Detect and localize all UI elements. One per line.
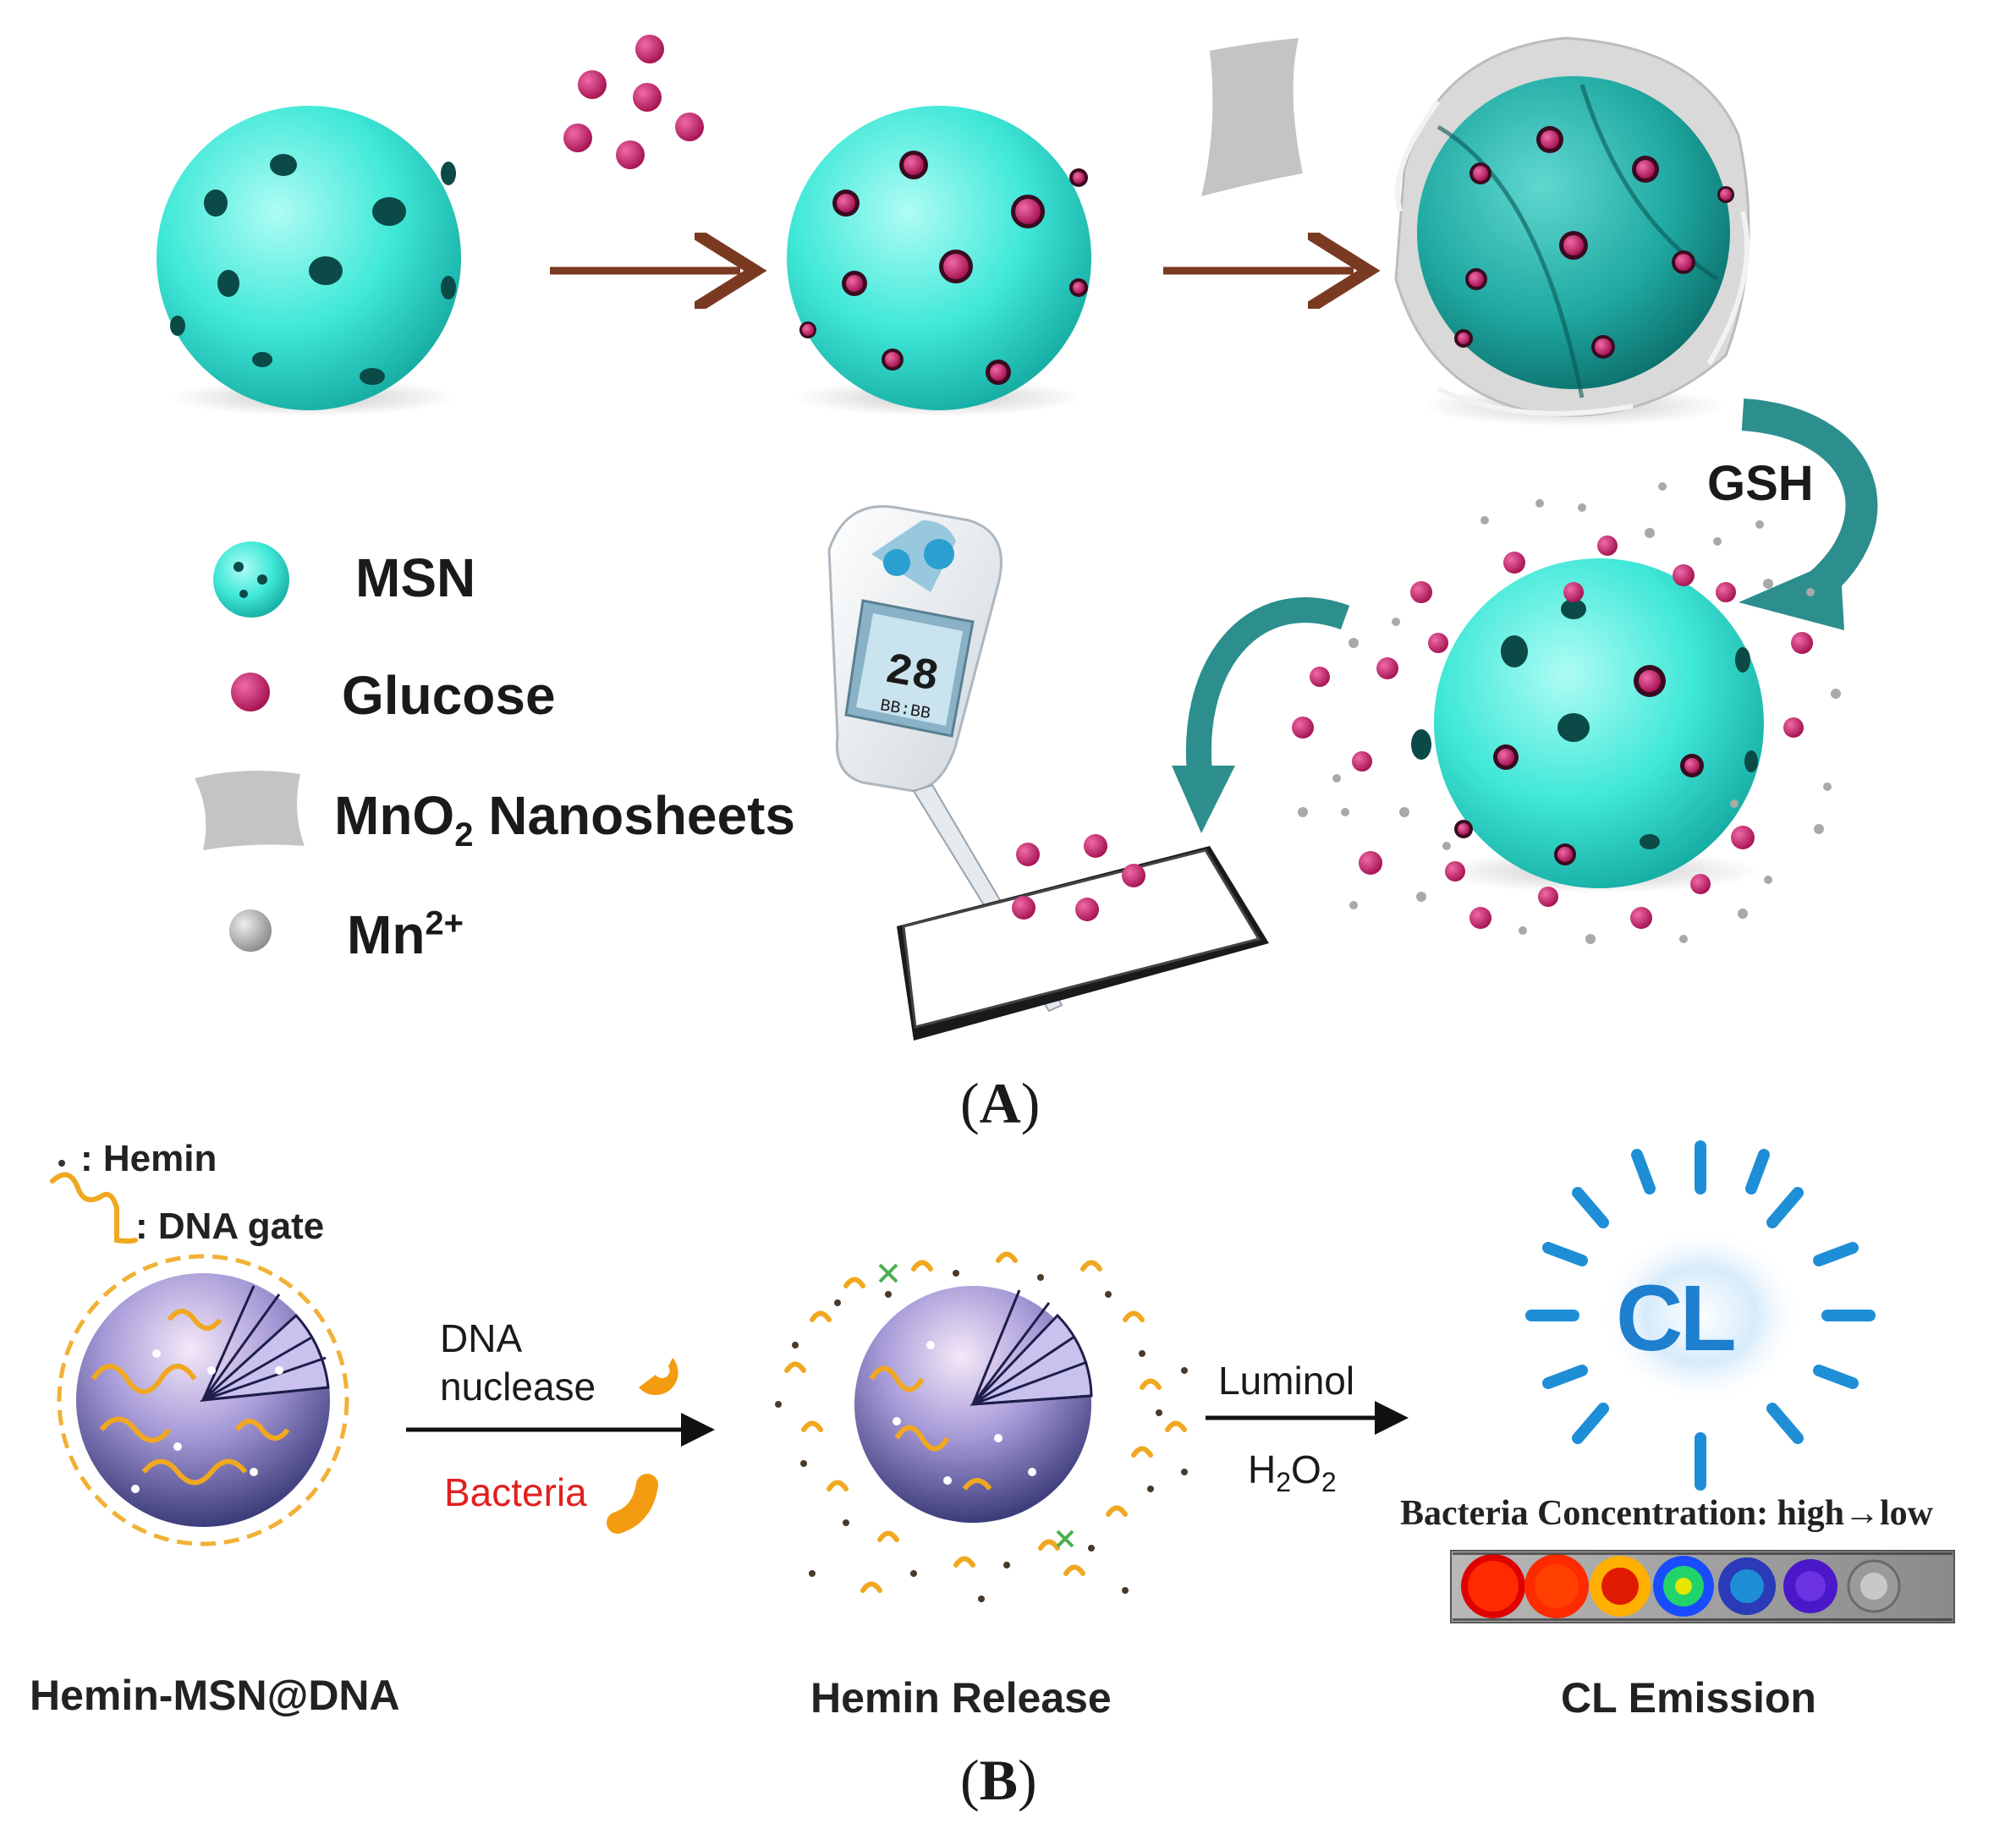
panel-b-open: ( xyxy=(960,1748,980,1812)
h2o2-label: H2O2 xyxy=(1248,1447,1337,1498)
released-dna-fragments xyxy=(784,1251,1187,1593)
release-arrowhead xyxy=(1172,766,1235,833)
msn-loaded-sphere xyxy=(787,106,1091,416)
test-strip xyxy=(897,834,1269,1041)
legend-msn-label: MSN xyxy=(355,547,476,608)
legend-dna-gate-label: : DNA gate xyxy=(135,1206,325,1247)
legend-nanosheet-icon xyxy=(195,771,305,850)
msn-release-sphere xyxy=(1411,558,1764,893)
panel-a-letter: A xyxy=(979,1071,1021,1135)
mn-symbol: Mn xyxy=(347,904,426,965)
mn2-ion-particles xyxy=(1298,482,1841,944)
panel-b-close: ) xyxy=(1018,1748,1037,1812)
luminol-label: Luminol xyxy=(1218,1359,1355,1403)
legend-glucose-label: Glucose xyxy=(342,665,556,726)
caption-hemin-msn-dna: Hemin-MSN@DNA xyxy=(30,1672,400,1719)
msn-empty-sphere xyxy=(157,106,461,416)
h2o2-sub-b: 2 xyxy=(1321,1467,1337,1498)
meter-reading-main: 28 xyxy=(882,645,942,704)
legend-msn-icon xyxy=(213,541,289,618)
glucose-cluster xyxy=(563,35,704,169)
cl-burst xyxy=(1525,1140,1876,1491)
panel-a-close: ) xyxy=(1020,1071,1041,1135)
mn-charge: 2+ xyxy=(425,904,464,942)
mno2-formula: MnO xyxy=(334,785,455,846)
concentration-label: Bacteria Concentration: high→low xyxy=(1400,1494,1933,1533)
legend-hemin-dot xyxy=(58,1160,65,1167)
bacteria-icon xyxy=(607,1474,658,1534)
cleavage-marks xyxy=(878,1263,1074,1548)
caption-cl-emission: CL Emission xyxy=(1561,1674,1816,1722)
cl-image-strip xyxy=(1450,1550,1955,1623)
h2o2-sub-a: 2 xyxy=(1276,1467,1292,1498)
nanosheets-word: Nanosheets xyxy=(473,785,795,846)
legend-mn-label: Mn2+ xyxy=(347,904,464,966)
released-hemin-dots xyxy=(775,1270,1188,1602)
nuclease-icon xyxy=(639,1358,678,1396)
legend-hemin-label: : Hemin xyxy=(80,1138,217,1179)
h2o2-o: O xyxy=(1291,1447,1321,1491)
cl-text: CL xyxy=(1616,1266,1737,1370)
legend-dna-gate-icon xyxy=(50,1172,138,1244)
released-glucose-particles xyxy=(1292,536,1813,929)
hemin-msn-dna-sphere xyxy=(57,1254,349,1546)
release-curved-arrow xyxy=(1185,597,1350,789)
mno2-nanosheet xyxy=(1201,38,1303,196)
panel-b-letter: B xyxy=(979,1748,1019,1812)
legend-mn-icon xyxy=(229,909,272,952)
panel-a-label: (A) xyxy=(960,1070,1040,1137)
msn-coated-sphere xyxy=(1394,36,1750,426)
caption-hemin-release: Hemin Release xyxy=(810,1674,1112,1722)
bacteria-label: Bacteria xyxy=(444,1470,587,1514)
gsh-label: GSH xyxy=(1707,456,1814,511)
hemin-release-sphere xyxy=(854,1286,1093,1523)
nuclease-label: nuclease xyxy=(440,1365,596,1409)
panel-a-open: ( xyxy=(960,1071,980,1135)
legend-glucose-icon xyxy=(231,673,270,711)
panel-b-label: (B) xyxy=(960,1747,1037,1814)
legend-mno2-label: MnO2 Nanosheets xyxy=(334,784,795,854)
h2o2-h: H xyxy=(1248,1447,1277,1491)
glucometer-device: 28 BB:BB xyxy=(827,505,1063,1013)
gsh-arrowhead xyxy=(1739,558,1844,630)
dna-label: DNA xyxy=(440,1316,523,1360)
mno2-subscript: 2 xyxy=(454,816,474,854)
